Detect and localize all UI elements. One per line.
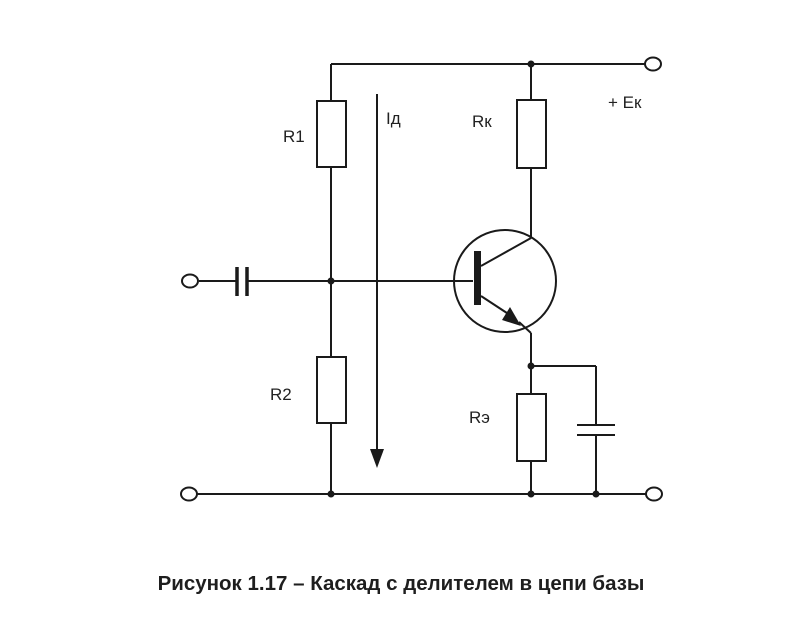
junction-node	[527, 362, 535, 370]
input-terminal	[181, 273, 199, 289]
label-rk: Rк	[472, 112, 492, 131]
resistor-re	[516, 393, 547, 462]
resistor-r2	[316, 356, 347, 424]
resistor-rk	[516, 99, 547, 169]
junction-node	[592, 490, 600, 498]
figure-caption: Рисунок 1.17 – Каскад с делителем в цепи…	[158, 572, 645, 595]
label-r2: R2	[270, 385, 292, 404]
junction-node	[527, 490, 535, 498]
emitter-link-wire	[518, 321, 532, 334]
ground-terminal-left	[180, 486, 198, 502]
label-r1: R1	[283, 127, 305, 146]
label-divider-current: Iд	[386, 109, 401, 128]
resistor-r1	[316, 100, 347, 168]
transistor-collector-lead	[480, 237, 532, 267]
junction-node	[527, 60, 535, 68]
transistor-body	[453, 229, 557, 333]
label-supply-voltage: + Eк	[608, 93, 642, 112]
label-re: Rэ	[469, 408, 490, 427]
ground-terminal-right	[645, 486, 663, 502]
junction-node	[327, 277, 335, 285]
supply-terminal	[644, 56, 662, 72]
transistor-base-bar	[474, 251, 481, 305]
junction-node	[327, 490, 335, 498]
divider-current-arrow-head	[370, 449, 384, 468]
emitter-arrow-icon	[502, 307, 521, 326]
